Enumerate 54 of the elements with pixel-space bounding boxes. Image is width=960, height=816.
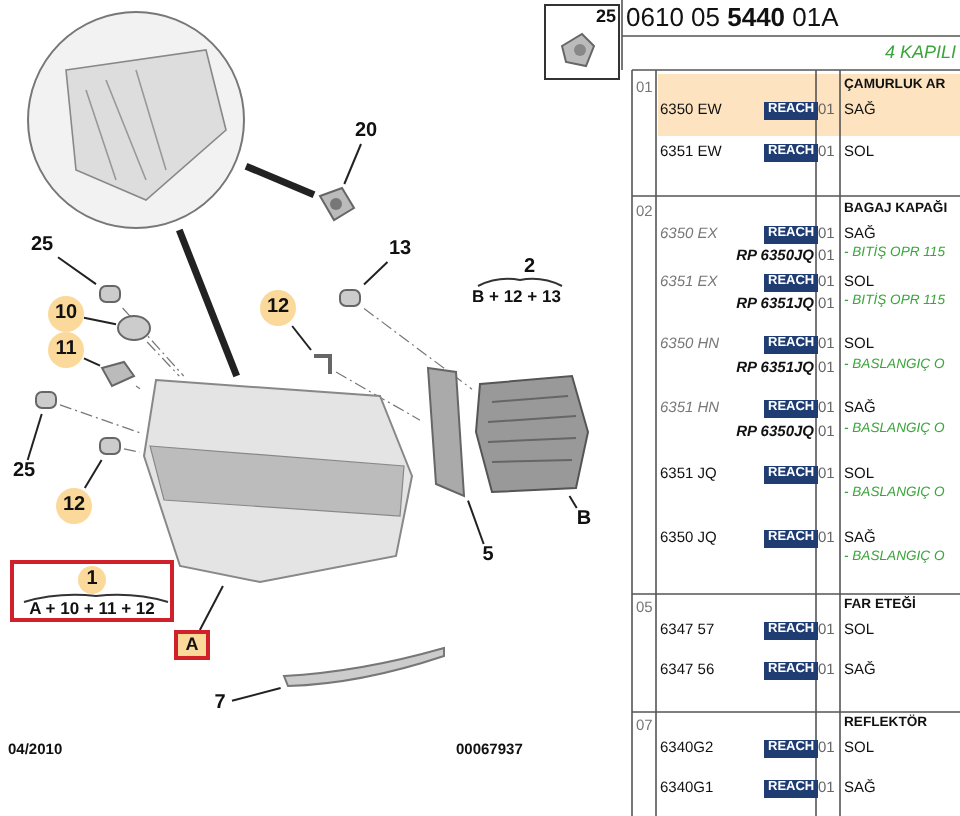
detail-view-drawing	[26, 10, 246, 230]
leader-line	[198, 585, 224, 631]
callout-number: 11	[48, 332, 84, 368]
assembly-formula: A + 10 + 11 + 12	[27, 600, 157, 617]
group-number: 2	[524, 258, 536, 278]
trim-strip-drawing	[280, 644, 448, 688]
clip-drawing	[32, 386, 60, 414]
callout-number: 12	[56, 488, 92, 524]
leader-line	[231, 687, 282, 702]
callout-number: 25	[26, 234, 58, 258]
callout-number: 1	[78, 566, 106, 594]
assembly-callout-box	[10, 560, 174, 622]
callout-number: 25	[595, 8, 616, 26]
leader-line	[467, 499, 485, 545]
leader-line	[83, 316, 117, 326]
callout-number: 13	[384, 238, 416, 262]
section-title: 4 KAPILI	[884, 44, 956, 62]
leader-line	[83, 459, 103, 489]
clip-drawing	[308, 350, 336, 378]
detail-link-line	[176, 228, 240, 378]
assembly-line	[335, 371, 421, 421]
leader-line	[343, 143, 362, 185]
assembly-line	[135, 385, 141, 390]
callout-number: 12	[260, 290, 296, 326]
leader-line	[83, 357, 101, 367]
assembly-line	[59, 404, 141, 434]
nut-drawing	[336, 284, 364, 312]
screw-drawing	[314, 184, 358, 224]
leader-line	[363, 261, 389, 286]
callout-number: 10	[48, 296, 84, 332]
assembly-line	[123, 448, 141, 453]
assembly-formula: B + 12 + 13	[472, 288, 561, 305]
socket-drawing	[100, 360, 136, 388]
assembly-line	[122, 307, 185, 377]
part-thumbnail	[544, 4, 620, 80]
grommet-drawing	[116, 314, 152, 342]
callout-number: 25	[8, 460, 40, 484]
leader-line	[57, 256, 97, 286]
callout-letter: A	[174, 630, 210, 660]
inner-lamp-drawing	[472, 372, 592, 496]
leader-line	[291, 325, 312, 351]
catalog-number: 0610 05 5440 01A	[626, 4, 839, 30]
assembly-line	[146, 341, 180, 377]
tail-lamp-drawing	[140, 376, 416, 586]
detail-link-line	[244, 162, 316, 198]
assembly-line	[363, 307, 473, 390]
clip-drawing	[96, 432, 124, 460]
leader-line	[26, 413, 43, 461]
callout-number: 5	[476, 544, 500, 568]
callout-letter: B	[572, 508, 596, 532]
callout-number: 7	[208, 692, 232, 716]
leader-line	[568, 495, 578, 509]
callout-number: 20	[350, 120, 382, 144]
clip-drawing	[96, 280, 124, 308]
